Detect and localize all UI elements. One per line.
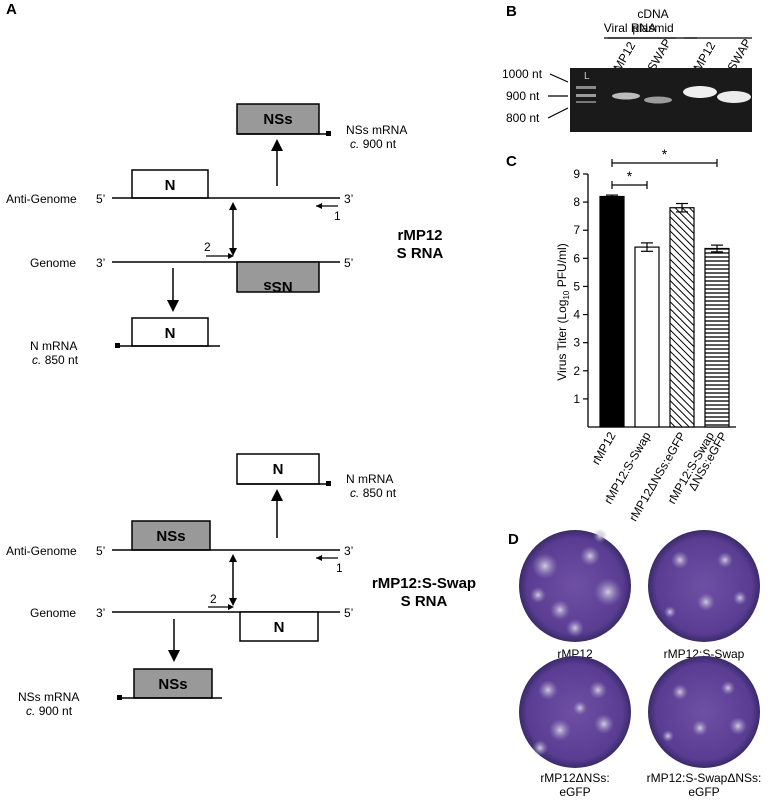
y-tick-label: 7 [573,223,580,237]
panel-label-b: B [506,3,517,20]
significance-star: * [627,168,633,184]
gel-ladder-label: L [584,71,590,82]
y-tick-label: 8 [573,195,580,209]
x-tick-label: rMP12 [589,429,619,467]
five-prime-label: 5’ [96,192,105,206]
nss-box-genome [236,261,320,293]
cap-marker [326,481,331,486]
plaque-label-rmp12-dnss-line2: eGFP [559,785,590,799]
plaque-label-rmp12-dnss-line1: rMP12ΔNSs: [540,771,609,785]
three-prime-label: 3’ [344,192,353,206]
plaque-label-s-swap-dnss-line1: rMP12:S-SwapΔNSs: [647,771,762,785]
nss-box-antigenome-label: NSs [156,528,185,545]
n-mrna-name: N mRNA [346,472,393,486]
y-tick-label: 3 [573,336,580,350]
significance-star: * [662,146,668,162]
rna-title-line2: S RNA [401,593,448,610]
nss-mrna-size: c. 900 nt [26,704,73,718]
rna-title-line1: rMP12:S-Swap [372,575,476,592]
panel-label-a: A [6,1,17,18]
n-mrna-box-label: N [165,325,176,342]
panel-label-c: C [506,153,517,170]
plaque-label-s-swap-dnss-line2: eGFP [688,785,719,799]
cap-marker [115,343,120,348]
genome-label: Genome [30,256,76,270]
n-mrna-size: c. 850 nt [350,486,397,500]
virus-titer-chart: Virus Titer (Log10 PFU/ml) 1 2 3 4 5 6 7 8 9 rMP1… [555,146,736,524]
diagram-s-swap: N N mRNA c. 850 nt Anti-Genome 5’ NSs 3’… [6,453,476,718]
nss-mrna-box [133,668,213,699]
bar [599,195,625,428]
cap-marker [326,131,331,136]
plaque-dish-rmp12 [519,529,631,642]
diagram-rmp12: NSs NSs mRNA c. 900 nt Anti-Genome 5’ N … [6,103,444,367]
y-tick-label: 1 [573,392,580,406]
gel-lane-4: SWAP [724,36,754,73]
nss-mrna-size: c. 900 nt [350,137,397,151]
gel-group-cdna-line2: plasmid [632,21,673,35]
primer-2-label: 2 [210,592,217,606]
genome-label: Genome [30,606,76,620]
rna-title-line1: rMP12 [397,227,442,244]
y-tick-label: 5 [573,279,580,293]
y-tick-label: 9 [573,167,580,181]
n-box-genome-label: N [274,619,285,636]
gel-marker-1000: 1000 nt [502,67,543,81]
cap-marker [117,695,122,700]
genome-five-prime: 5’ [344,256,353,270]
gel-panel: cDNA plasmid Viral RNA MP12 SWAP MP12 SW… [502,7,754,132]
plaque-dish-s-swap-dnss [648,656,760,768]
n-mrna-box [131,317,209,347]
five-prime-label: 5’ [96,544,105,558]
n-box-genome [239,611,319,642]
gel-band [612,92,640,100]
nss-mrna-name: NSs mRNA [346,123,407,137]
nss-mrna-name: NSs mRNA [18,690,79,704]
nss-mrna-box [236,103,320,135]
bar [704,247,730,428]
y-tick-label: 4 [573,308,580,322]
gel-band [644,96,672,104]
nss-box-antigenome [131,520,211,551]
n-box-antigenome [131,169,209,199]
gel-lane-2: SWAP [644,36,674,73]
nss-box-genome-label: NSs [263,278,292,295]
three-prime-label: 3’ [344,544,353,558]
bar [669,207,695,428]
n-mrna-name: N mRNA [30,339,77,353]
rna-title-line2: S RNA [397,245,444,262]
plaque-panel: rMP12 rMP12:S-Swap rMP12ΔNSs: eGFP [519,529,761,799]
panel-label-d: D [508,531,519,548]
plaque-dish-rmp12-dnss [519,656,631,768]
y-axis-label: Virus Titer (Log10 PFU/ml) [555,243,571,380]
bar [634,246,660,428]
anti-genome-label: Anti-Genome [6,192,77,206]
genome-three-prime: 3’ [96,606,105,620]
gel-band [717,91,751,103]
gel-band [683,86,717,98]
n-box-antigenome-label: N [165,177,176,194]
primer-2-label: 2 [204,240,211,254]
y-tick-label: 6 [573,251,580,265]
gel-group-viral: Viral RNA [604,21,656,35]
y-tick-label: 2 [573,364,580,378]
plaque-dish-s-swap [648,530,760,642]
gel-marker-900: 900 nt [506,89,540,103]
gel-group-cdna-line1: cDNA [637,7,668,21]
primer-1-label: 1 [334,209,341,223]
anti-genome-label: Anti-Genome [6,544,77,558]
n-mrna-box-label: N [273,461,284,478]
gel-marker-800: 800 nt [506,111,540,125]
primer-1-label: 1 [336,561,343,575]
n-mrna-size: c. 850 nt [32,353,79,367]
genome-three-prime: 3’ [96,256,105,270]
nss-mrna-box-label: NSs [158,676,187,693]
nss-mrna-box-label: NSs [263,111,292,128]
plaque-label-s-swap: rMP12:S-Swap [664,647,745,661]
genome-five-prime: 5’ [344,606,353,620]
